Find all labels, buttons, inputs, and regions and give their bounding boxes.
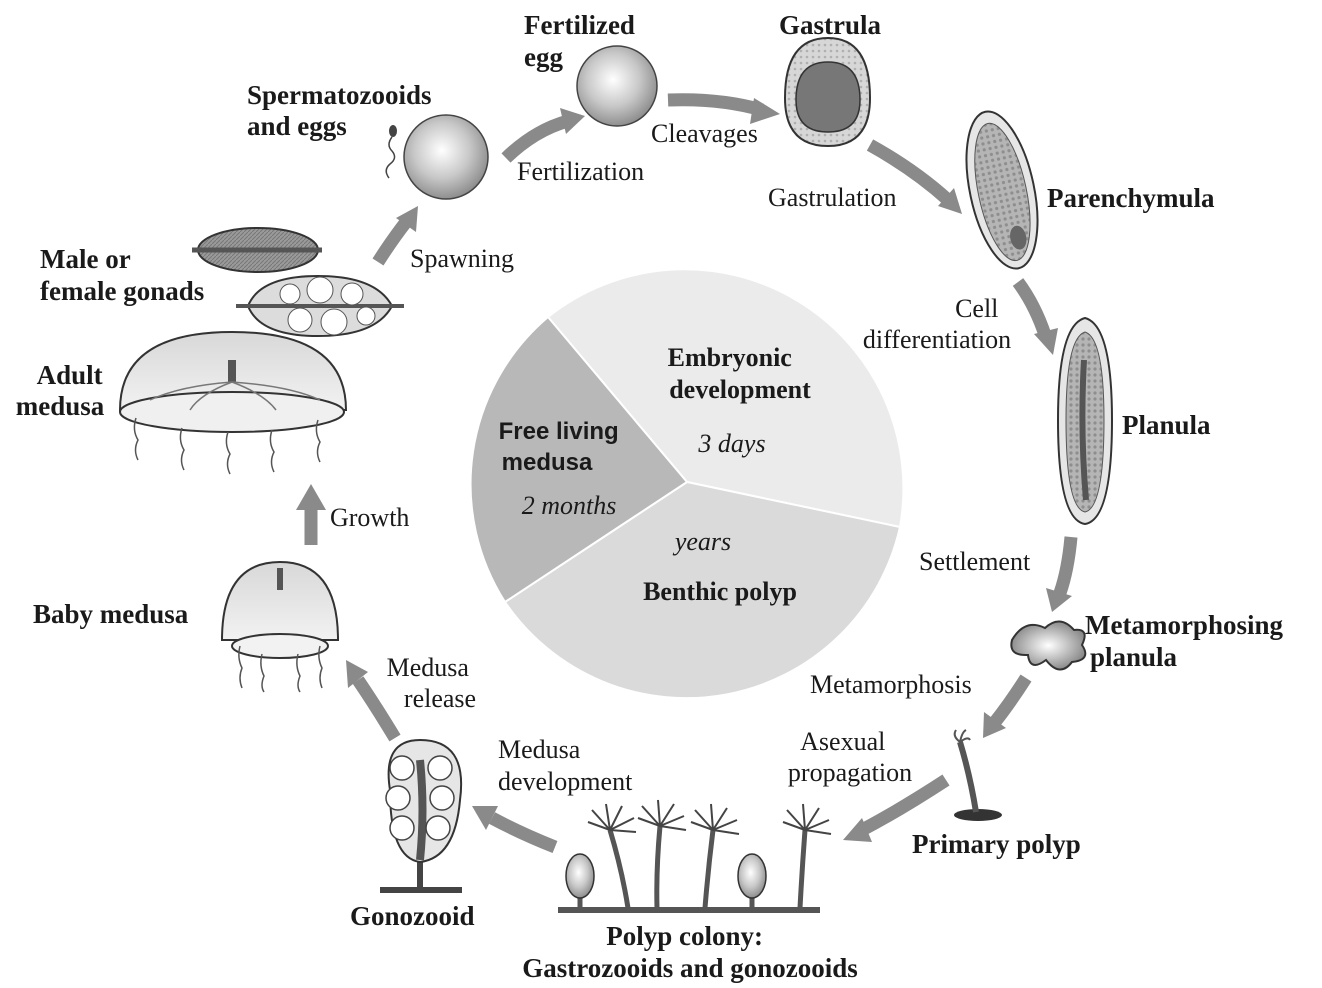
sperm-head-icon <box>389 125 397 137</box>
gonozooid-illustration <box>380 738 463 893</box>
label-medusa-release: Medusa release <box>387 653 477 713</box>
arrow-medusa-release <box>352 676 401 742</box>
label-metamorphosis: Metamorphosis <box>810 670 972 699</box>
arrow-cell-differentiation <box>1012 278 1052 338</box>
pie-label-benthic: Benthic polyp <box>643 577 797 606</box>
arrowhead-medusa-release <box>346 660 368 688</box>
cycle-arrows <box>304 93 1078 854</box>
small-gonozooid-icon <box>565 853 595 899</box>
label-spermatozooids-and-eggs: Spermatozooids and eggs <box>247 80 438 141</box>
arrow-medusa-development <box>488 812 558 854</box>
arrowhead-cell-differentiation <box>1034 328 1058 355</box>
pie-label-free-living: Free living medusa <box>499 418 626 476</box>
label-gastrula: Gastrula <box>779 10 882 40</box>
label-adult-medusa: Adult medusa <box>16 360 110 421</box>
pie-slice-benthic <box>503 480 902 700</box>
arrowhead-asexual-propagation <box>843 818 872 842</box>
adult-medusa-illustration <box>118 330 348 475</box>
label-settlement: Settlement <box>919 547 1031 576</box>
arrowhead-settlement <box>1046 588 1072 612</box>
label-parenchymula: Parenchymula <box>1047 183 1215 213</box>
arrowhead-growth <box>296 484 326 510</box>
baby-medusa-illustration <box>220 560 340 693</box>
sperm-tail-icon <box>385 136 396 179</box>
arrow-metamorphosis <box>989 674 1032 727</box>
label-fertilized-egg: Fertilized egg <box>524 10 642 72</box>
parenchymula-illustration <box>965 110 1039 270</box>
small-gonozooid-icon <box>737 853 767 899</box>
label-growth: Growth <box>330 503 409 532</box>
life-phase-pie: Embryonic development 3 days Free living… <box>469 268 905 700</box>
gastrula-illustration <box>783 36 872 148</box>
arrowhead-gastrulation <box>938 188 962 214</box>
pie-duration-free-living: 2 months <box>522 491 617 520</box>
label-gonads: Male or female gonads <box>40 244 204 306</box>
metamorphosing-planula-icon <box>1010 620 1087 671</box>
arrowhead-medusa-development <box>472 806 498 830</box>
arrowhead-spawning <box>396 206 418 232</box>
arrowhead-metamorphosis <box>983 712 1006 738</box>
polyp-colony-illustration <box>558 799 832 913</box>
pie-duration-benthic: years <box>672 527 731 556</box>
gastrozooid-tentacles <box>587 799 832 835</box>
arrow-gastrulation <box>866 139 953 205</box>
label-medusa-development: Medusa development <box>498 735 633 796</box>
arrow-cleavages <box>667 93 764 117</box>
egg-icon <box>403 114 489 200</box>
label-planula: Planula <box>1122 410 1211 440</box>
label-cell-differentiation: Cell differentiation <box>863 294 1011 354</box>
label-cleavages: Cleavages <box>651 119 758 148</box>
label-spawning: Spawning <box>410 244 514 273</box>
pie-slice-free-living <box>469 315 689 604</box>
label-baby-medusa: Baby medusa <box>33 599 189 629</box>
spermatozoid-and-egg-illustration <box>385 114 489 200</box>
label-polyp-colony: Polyp colony: Gastrozooids and gonozooid… <box>522 921 858 983</box>
label-metamorphosing-planula: Metamorphosing planula <box>1085 610 1290 672</box>
planula-illustration <box>1056 316 1114 526</box>
pie-duration-embryonic: 3 days <box>697 429 765 458</box>
arrow-heads <box>296 98 1072 842</box>
label-gonozooid: Gonozooid <box>350 901 475 931</box>
primary-polyp-illustration <box>953 729 1002 821</box>
pie-slice-embryonic <box>546 268 905 529</box>
label-asexual-propagation: Asexual propagation <box>788 727 912 787</box>
pie-label-embryonic: Embryonic development <box>668 343 811 404</box>
gonads-illustration <box>192 227 404 338</box>
arrow-fertilization <box>501 114 570 163</box>
arrow-spawning <box>372 218 412 266</box>
label-fertilization: Fertilization <box>517 157 644 186</box>
label-primary-polyp: Primary polyp <box>912 829 1081 859</box>
fertilized-egg-icon <box>576 45 658 127</box>
arrowhead-fertilization <box>560 108 585 134</box>
label-gastrulation: Gastrulation <box>768 183 897 212</box>
arrow-asexual-propagation <box>858 774 950 836</box>
arrowhead-cleavages <box>750 98 780 124</box>
arrow-settlement <box>1053 536 1078 596</box>
